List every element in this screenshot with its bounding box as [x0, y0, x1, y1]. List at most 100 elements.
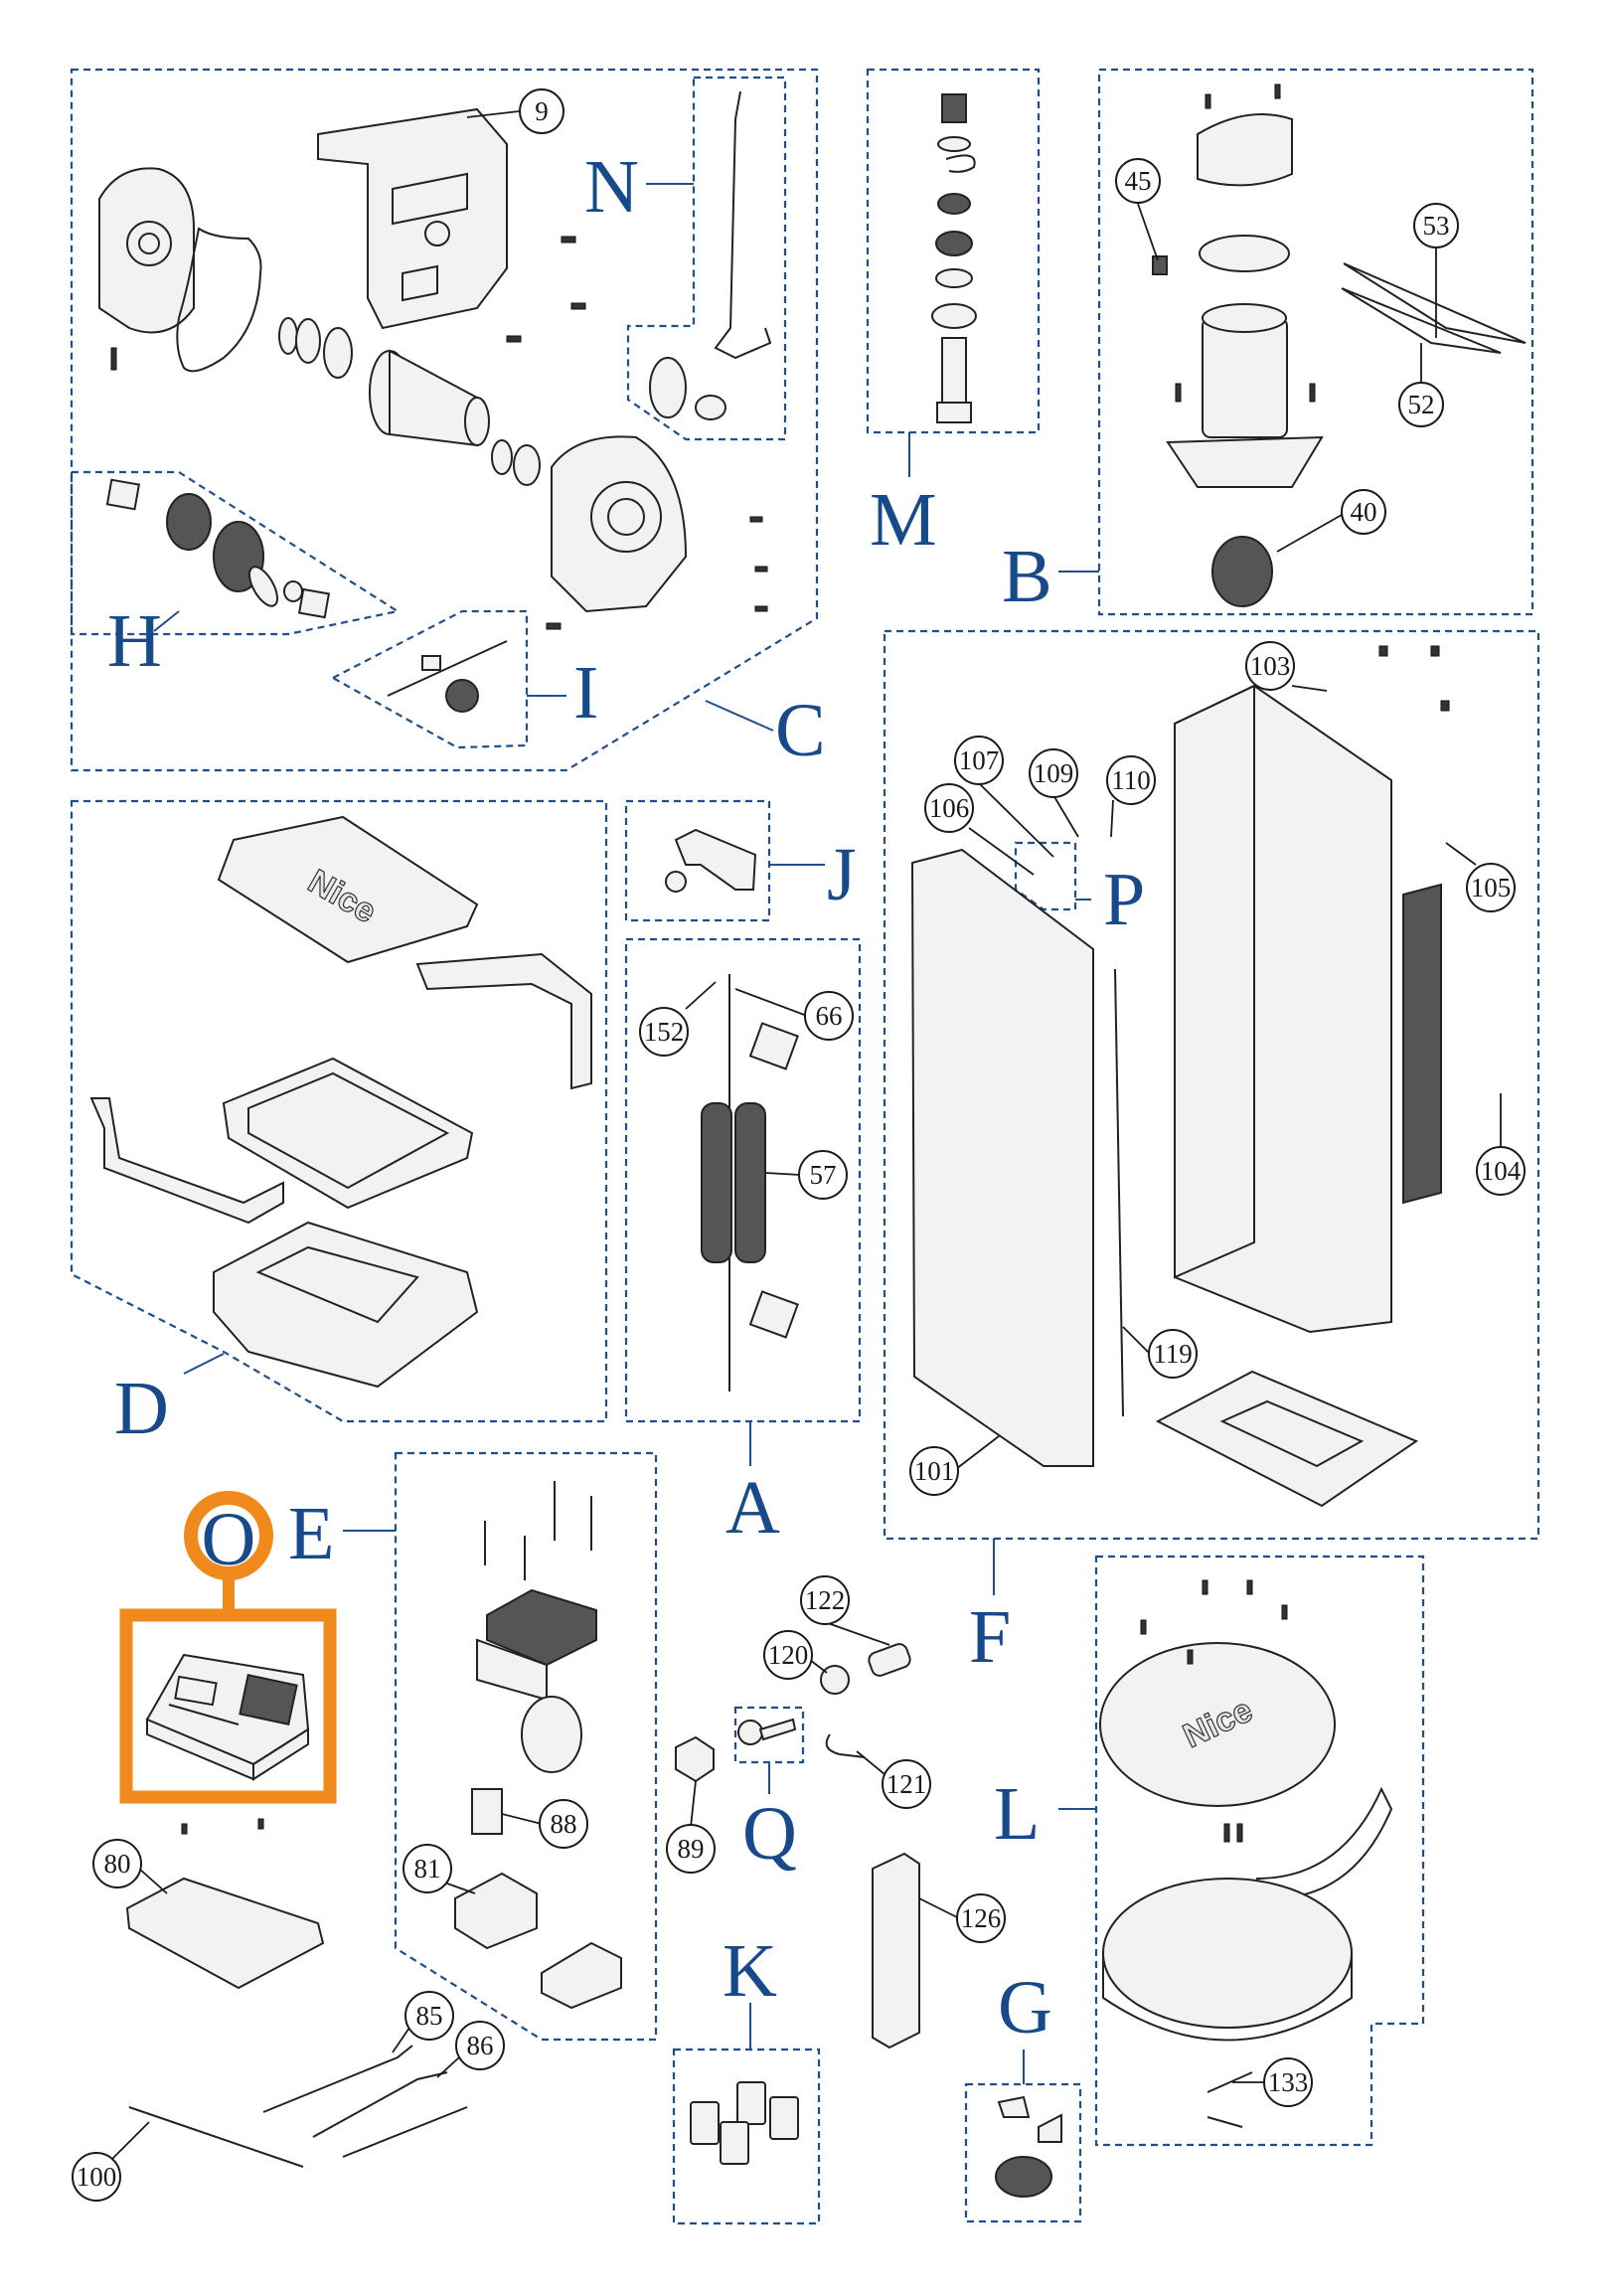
- release-key: [737, 1718, 797, 1745]
- balancing-springs: [701, 974, 799, 1392]
- group-letter-c: C: [775, 689, 826, 772]
- group-letter-q: Q: [742, 1792, 797, 1876]
- svg-text:100: 100: [77, 2162, 117, 2192]
- release-lever: [665, 828, 757, 893]
- group-c-outline: [70, 68, 819, 772]
- group-letters: N M B H I C J P D A E F Q L K G: [107, 145, 1145, 2084]
- svg-text:85: 85: [416, 2001, 443, 2031]
- base-plate: [1155, 1370, 1419, 1508]
- svg-text:80: 80: [104, 1849, 131, 1879]
- svg-text:45: 45: [1125, 166, 1152, 196]
- svg-text:121: 121: [886, 1769, 927, 1799]
- group-e-outline: [394, 1451, 658, 2042]
- rack-strip: [1402, 883, 1442, 1205]
- svg-text:106: 106: [929, 793, 970, 823]
- group-f-outline: [883, 629, 1540, 1541]
- highlight-box-o: [119, 1608, 337, 1804]
- callout-101: [909, 1446, 959, 1496]
- callout-53: [1413, 203, 1459, 248]
- svg-text:104: 104: [1481, 1156, 1522, 1186]
- group-letter-a: A: [725, 1466, 780, 1550]
- callout-105: [1466, 863, 1516, 912]
- group-letter-i: I: [573, 651, 598, 735]
- callout-104: [1476, 1146, 1526, 1196]
- mounting-plate: [317, 107, 508, 330]
- callout-109: [1029, 748, 1078, 798]
- svg-text:110: 110: [1111, 765, 1151, 795]
- callout-45: [1115, 158, 1161, 204]
- callout-152: [639, 1007, 689, 1057]
- callout-106: [924, 783, 974, 833]
- group-letter-g: G: [998, 1966, 1052, 2050]
- callout-81: [402, 1844, 452, 1893]
- svg-text:40: 40: [1351, 497, 1377, 527]
- callout-121: [882, 1759, 931, 1809]
- callout-133: [1263, 2057, 1313, 2107]
- cables: [128, 2045, 468, 2168]
- callout-126: [956, 1893, 1006, 1943]
- svg-text:126: 126: [961, 1903, 1002, 1933]
- pins-133: [1207, 2071, 1253, 2128]
- gasket-ring: [176, 227, 262, 373]
- flashing-light: [995, 2095, 1062, 2198]
- group-p-outline: [1014, 841, 1077, 911]
- callout-103: [1245, 641, 1295, 691]
- group-letter-k: K: [723, 1929, 777, 2013]
- svg-text:101: 101: [914, 1456, 955, 1486]
- svg-text:9: 9: [535, 96, 549, 126]
- group-h-outline: [70, 470, 401, 636]
- svg-text:52: 52: [1408, 390, 1435, 419]
- column-housing: [1174, 684, 1392, 1334]
- cover-ring: [1255, 1786, 1393, 1900]
- group-letter-h: H: [107, 599, 162, 683]
- group-k-outline: [672, 2048, 821, 2225]
- gasket-frame: [222, 1057, 474, 1210]
- svg-text:133: 133: [1268, 2067, 1309, 2097]
- group-letter-o: O: [202, 1498, 256, 1581]
- svg-text:122: 122: [805, 1585, 846, 1615]
- gear-housing-cover: [98, 167, 195, 334]
- motor-assembly: [1152, 113, 1527, 607]
- main-shaft-gear: [278, 317, 541, 486]
- callout-89: [666, 1824, 716, 1874]
- svg-text:81: 81: [414, 1854, 441, 1884]
- svg-text:57: 57: [810, 1160, 837, 1190]
- callout-107: [954, 736, 1004, 785]
- callout-86: [455, 2021, 505, 2070]
- svg-text:103: 103: [1250, 651, 1291, 681]
- callout-66: [804, 991, 854, 1041]
- gear-housing: [551, 435, 688, 613]
- svg-text:120: 120: [768, 1640, 809, 1670]
- svg-text:107: 107: [959, 745, 1000, 775]
- group-letter-l: L: [994, 1772, 1040, 1856]
- group-letter-j: J: [827, 833, 857, 916]
- release-cylinder-stack: [931, 93, 977, 423]
- top-cover-nice: Nice: [217, 815, 479, 964]
- callout-57: [798, 1150, 848, 1200]
- limit-switch-assembly: [387, 640, 508, 713]
- bracket-80: [125, 1877, 325, 1990]
- base-housing: [213, 1221, 479, 1389]
- callout-122: [800, 1575, 850, 1625]
- group-letter-f: F: [969, 1595, 1011, 1679]
- base-disc: [1102, 1878, 1353, 2042]
- callout-120: [763, 1630, 813, 1680]
- callout-80: [92, 1839, 142, 1888]
- lock-cylinder: [820, 1643, 911, 1758]
- group-letter-d: D: [114, 1367, 169, 1450]
- callout-40: [1341, 489, 1386, 535]
- release-lever-rod: [649, 90, 772, 420]
- group-m-outline: [866, 68, 1041, 434]
- callout-100: [72, 2152, 121, 2202]
- svg-text:105: 105: [1471, 873, 1512, 902]
- svg-text:109: 109: [1034, 758, 1074, 788]
- group-letter-m: M: [870, 478, 937, 562]
- callout-110: [1106, 755, 1156, 805]
- group-g-outline: [964, 2082, 1082, 2223]
- callout-119: [1148, 1329, 1198, 1379]
- side-rod: [1114, 968, 1124, 1417]
- callouts: 9 45 53 52 40 103 107 109 110: [72, 88, 1526, 2202]
- svg-text:66: 66: [816, 1001, 843, 1031]
- highlight-circle-o: [184, 1491, 273, 1580]
- highlight-group-o[interactable]: O: [119, 1491, 337, 1804]
